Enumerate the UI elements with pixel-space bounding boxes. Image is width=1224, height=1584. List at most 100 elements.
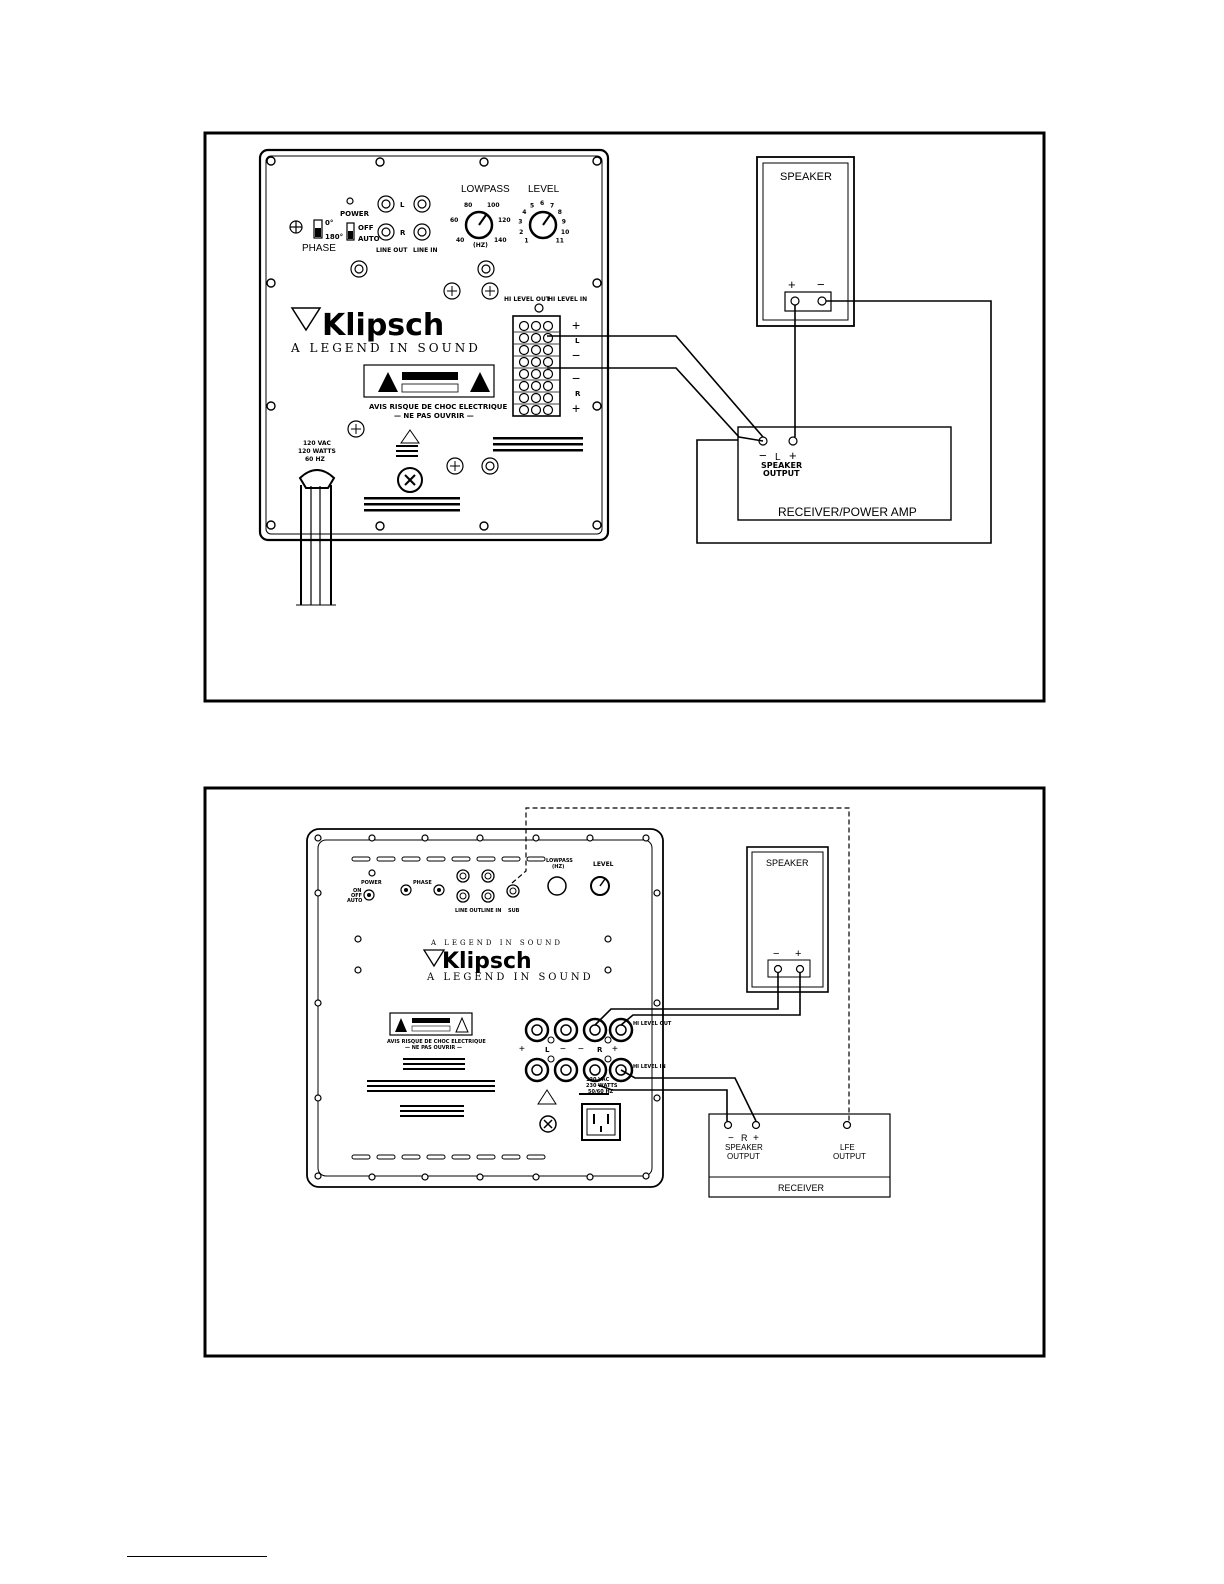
klipsch-logo: Klipsch A LEGEND IN SOUND [290, 307, 478, 355]
lowpass-unit: (HZ) [473, 242, 488, 249]
amp-title: RECEIVER/POWER AMP [778, 505, 917, 519]
speaker-output-line-1: SPEAKER [761, 461, 802, 470]
level-tick: 7 [550, 202, 554, 209]
speaker-output-line-2: OUTPUT [763, 469, 800, 478]
level-tick: 4 [522, 209, 526, 216]
lowpass-unit-2: (HZ) [552, 864, 564, 870]
klipsch-logo-2: A LEGEND IN SOUND Klipsch A LEGEND IN SO… [422, 939, 591, 983]
post-minus-L: − [560, 1044, 566, 1055]
terminal-contact [518, 320, 530, 332]
term-plus-top: + [572, 317, 580, 333]
mounting-screw [354, 935, 362, 943]
mounting-screw [314, 834, 322, 842]
panel-screws [347, 260, 499, 475]
warning-triangle-icon [395, 1018, 407, 1032]
vent-slot [476, 1154, 496, 1160]
hi-level-in-label: HI LEVEL IN [548, 296, 587, 303]
level-tick: 10 [561, 229, 569, 236]
terminal-contact [542, 332, 554, 344]
vent-slot [526, 856, 546, 862]
vent-slot [351, 1154, 371, 1160]
post-plus-R: + [612, 1044, 618, 1055]
mounting-screw [604, 935, 612, 943]
brand-name-2: Klipsch [442, 949, 532, 974]
term-minus-top: − [572, 347, 580, 363]
post-plus-L: + [519, 1044, 525, 1055]
binding-post-core [560, 1024, 572, 1036]
term-minus-bottom: − [572, 370, 580, 386]
post-L: L [545, 1046, 550, 1054]
mounting-screws [266, 156, 602, 531]
mounting-screw [314, 1094, 322, 1102]
binding-post-core [589, 1064, 601, 1076]
vent-slot [526, 1154, 546, 1160]
controls-2: POWER ON OFF AUTO PHASE LINE OUT LINE IN… [347, 858, 614, 914]
rca-jack-core [459, 872, 467, 880]
post-indicator [604, 1055, 612, 1063]
footer-rule [127, 1556, 267, 1557]
mounting-screw [368, 834, 376, 842]
warning-triangle-icon [470, 372, 490, 392]
subwoofer-panel-1: 0° 180° PHASE POWER OFF AUTO L R LINE [258, 148, 610, 606]
vent-slot [426, 856, 446, 862]
terminal-contact [530, 332, 542, 344]
receiver-plus: + [753, 1133, 759, 1144]
post-indicator [547, 1036, 555, 1044]
fine-print [364, 437, 583, 512]
receiver-terminal-minus [723, 1120, 733, 1130]
line-out-label-2: LINE OUT [455, 908, 482, 914]
binding-post-core [531, 1064, 543, 1076]
avis-line-2-2: — NE PAS OUVRIR — [405, 1045, 462, 1051]
terminal-contact [518, 404, 530, 416]
lfe-line-1: LFE [840, 1143, 855, 1152]
klipsch-logo-icon [422, 949, 446, 968]
lowpass-tick: 60 [450, 217, 458, 224]
mounting-screw [314, 889, 322, 897]
speaker-terminal-plus [790, 296, 800, 306]
level-tick: 1 [524, 238, 528, 245]
power-rating-2: 50/60 HZ [588, 1089, 614, 1095]
power-label-2: POWER [361, 880, 382, 886]
panel-inner [265, 155, 603, 535]
lowpass-knob: LOWPASS 40 60 80 100 120 140 (HZ) [450, 184, 511, 249]
rca-jack [456, 889, 470, 903]
power-rating-2: 120 VAC [586, 1077, 610, 1083]
binding-post-core [615, 1064, 627, 1076]
mounting-screw [653, 1094, 661, 1102]
power-rating: 120 WATTS [298, 448, 336, 455]
off-label: OFF [358, 224, 374, 232]
warning-label: AVIS RISQUE DE CHOC ELECTRIQUE — NE PAS … [363, 364, 507, 420]
terminal-contact [530, 320, 542, 332]
binding-post [553, 1017, 579, 1043]
auto-label-2: AUTO [347, 898, 362, 904]
binding-post [582, 1057, 608, 1083]
terminal-contact [542, 320, 554, 332]
warning-triangle-icon [455, 1016, 469, 1033]
amp-minus: − [759, 448, 767, 463]
speaker-terminal-plus-2 [795, 964, 805, 974]
diagram-1: 0° 180° PHASE POWER OFF AUTO L R LINE [203, 131, 1046, 703]
amp-plus: + [789, 448, 797, 463]
mounting-screw [476, 834, 484, 842]
level-tick: 11 [556, 238, 564, 245]
amp-terminal-plus [788, 436, 798, 446]
terminal-contact [542, 344, 554, 356]
line-in-label-2: LINE IN [481, 908, 501, 914]
terminal-contact [542, 380, 554, 392]
vent-slot [501, 856, 521, 862]
vent-slot [401, 1154, 421, 1160]
binding-post [608, 1057, 634, 1083]
rca-jack [506, 884, 520, 898]
speaker-minus-2: − [773, 948, 779, 960]
avis-line-1-2: AVIS RISQUE DE CHOC ELECTRIQUE [387, 1039, 486, 1045]
lfe-line-2: OUTPUT [833, 1152, 866, 1161]
level-tick: 9 [562, 219, 566, 226]
terminal-contact [518, 380, 530, 392]
receiver-terminal-plus [751, 1120, 761, 1130]
caution-triangle-icon [400, 429, 420, 444]
lowpass-label-2: LOWPASS [546, 858, 573, 864]
hi-level-out-label: HI LEVEL OUT [504, 296, 551, 303]
terminal-contact [530, 356, 542, 368]
post-R: R [597, 1046, 603, 1054]
